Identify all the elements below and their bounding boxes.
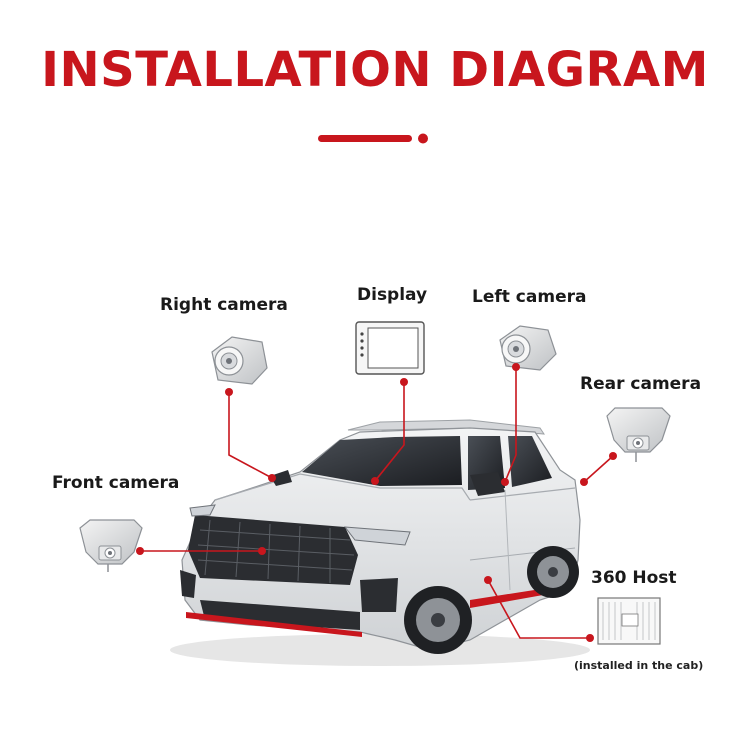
dot-host-car — [484, 576, 492, 584]
dot-left-camera-top — [512, 363, 520, 371]
title-underline — [318, 133, 428, 144]
dot-display-car — [371, 477, 379, 485]
connector-left-camera — [504, 367, 517, 483]
display-image — [355, 321, 425, 375]
connector-rear-camera — [583, 455, 614, 483]
dot-right-camera-top — [225, 388, 233, 396]
suv-car-illustration — [170, 419, 590, 666]
connector-host — [487, 579, 590, 639]
label-left-camera: Left camera — [472, 287, 587, 307]
left-camera-image — [499, 325, 557, 371]
dot-front-camera-left — [136, 547, 144, 555]
label-front-camera: Front camera — [52, 473, 180, 493]
front-wheel — [404, 586, 472, 654]
label-host: 360 Host — [591, 568, 677, 588]
dot-right-camera-car — [268, 474, 276, 482]
label-right-camera: Right camera — [160, 295, 288, 315]
label-display: Display — [357, 285, 428, 305]
label-rear-camera: Rear camera — [580, 374, 702, 394]
connector-display — [374, 382, 405, 482]
right-camera-image — [211, 336, 268, 385]
dot-host-box — [586, 634, 594, 642]
front-camera-image — [79, 519, 143, 572]
dot-rear-camera-top — [609, 452, 617, 460]
page-title: INSTALLATION DIAGRAM — [41, 42, 709, 98]
host-box-image — [597, 597, 661, 645]
label-host-note: (installed in the cab) — [574, 659, 704, 672]
dot-left-camera-car — [501, 478, 509, 486]
dot-front-camera-car — [258, 547, 266, 555]
rear-camera-image — [606, 407, 671, 462]
rear-wheel — [527, 546, 579, 598]
dot-rear-camera-car — [580, 478, 588, 486]
dot-display-top — [400, 378, 408, 386]
connector-right-camera — [228, 392, 273, 479]
